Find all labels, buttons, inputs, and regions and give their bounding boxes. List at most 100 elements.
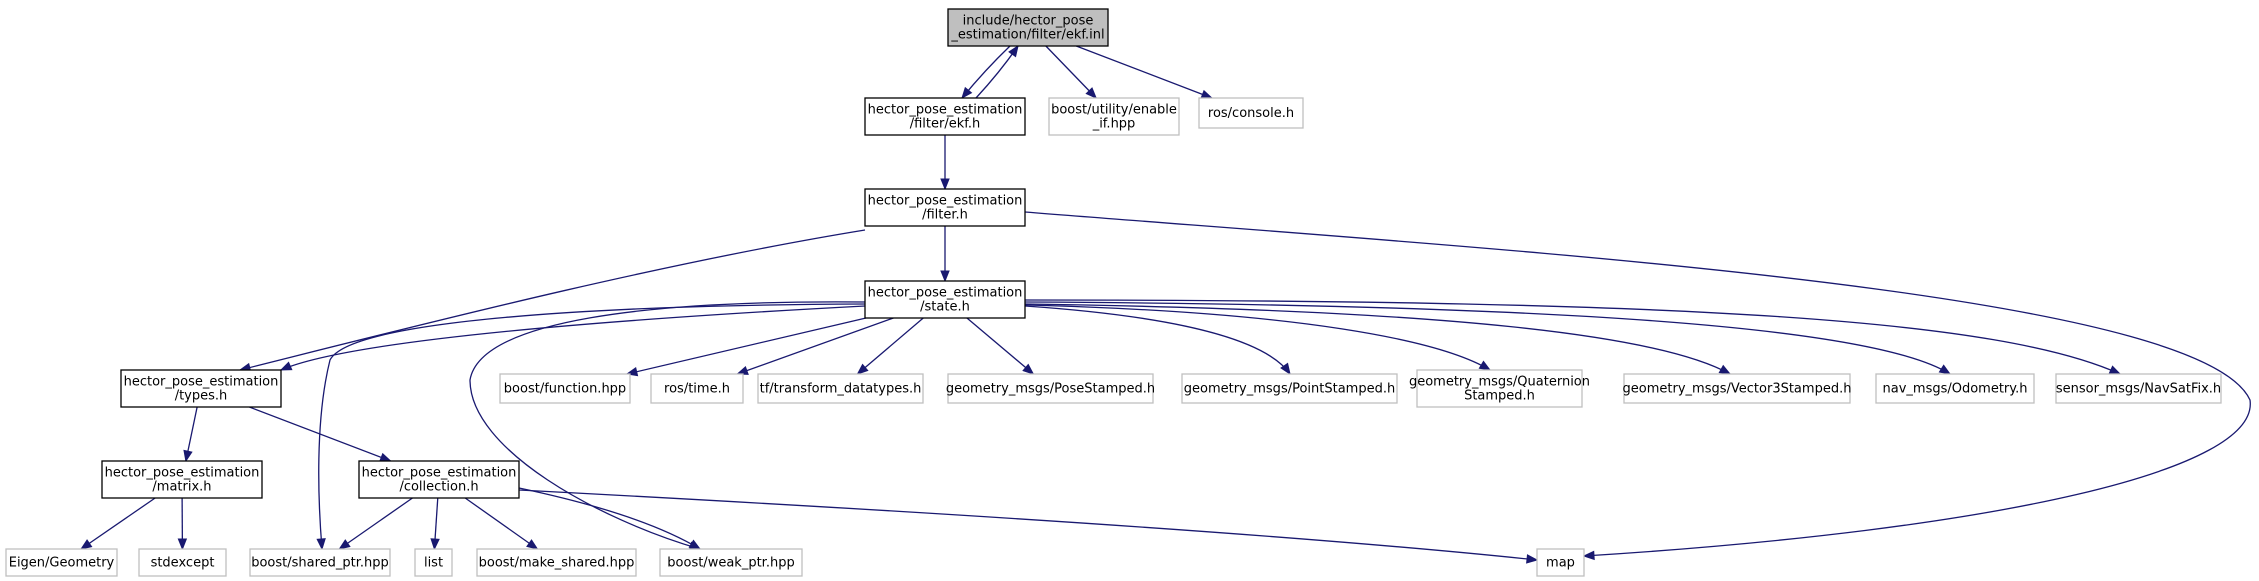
edge-filter_ekf_h-to-ekf_inl	[975, 44, 1019, 99]
edge-line	[966, 317, 1034, 375]
node-box	[650, 373, 744, 404]
arrowhead	[177, 538, 188, 551]
node-label-line: map	[1546, 556, 1575, 571]
arrowhead	[940, 270, 950, 283]
edge-line	[1024, 301, 1951, 375]
edge-collection_h-to-map	[518, 489, 1539, 564]
edge-line	[1024, 211, 2251, 557]
arrowhead	[736, 365, 749, 375]
node-label-line: stdexcept	[151, 556, 215, 571]
node-box	[101, 460, 263, 499]
edge-ekf_inl-to-enable_if	[1045, 45, 1098, 99]
node-box	[864, 280, 1026, 319]
node-label-line: boost/weak_ptr.hpp	[667, 556, 794, 571]
dependency-edges	[79, 44, 2251, 564]
edge-line	[280, 305, 866, 371]
edge-line	[1045, 45, 1097, 99]
node-label-line: ros/console.h	[1208, 106, 1294, 121]
edge-ekf_inl-to-ros_console	[1076, 45, 1214, 99]
node-box	[947, 8, 1109, 47]
edge-state_h-to-shared_ptr	[316, 303, 866, 551]
node-label-line: /state.h	[920, 300, 970, 315]
edge-line	[239, 229, 866, 371]
node-box	[1416, 369, 1583, 408]
node-ros-time: ros/time.h	[650, 373, 744, 404]
edge-line	[1024, 299, 2121, 375]
edge-line	[338, 497, 413, 550]
node-types-h[interactable]: hector_pose_estimation/types.h	[120, 369, 282, 408]
node-collection-h[interactable]: hector_pose_estimation/collection.h	[358, 460, 520, 499]
node-label-line: nav_msgs/Odometry.h	[1883, 382, 2028, 397]
node-box	[1198, 97, 1304, 129]
edge-filter_h-to-map	[1024, 211, 2251, 561]
node-label-line: /filter/ekf.h	[910, 117, 981, 132]
edge-state_h-to-vec3_stamped	[1024, 303, 1732, 375]
arrowhead	[338, 539, 351, 550]
node-filter-ekf-h[interactable]: hector_pose_estimation/filter/ekf.h	[864, 97, 1026, 136]
node-label-line: Stamped.h	[1464, 389, 1535, 404]
node-eigen-geometry: Eigen/Geometry	[5, 548, 118, 577]
node-box	[1536, 548, 1585, 577]
node-box	[1875, 373, 2035, 404]
node-box	[2055, 373, 2222, 404]
edge-state_h-to-quat_stamped	[1024, 304, 1492, 371]
node-matrix-h[interactable]: hector_pose_estimation/matrix.h	[101, 460, 263, 499]
edge-state_h-to-point_stamped	[1024, 305, 1291, 376]
node-label-line: ros/time.h	[664, 382, 730, 397]
node-box	[947, 373, 1154, 404]
node-label-line: geometry_msgs/Quaternion	[1409, 375, 1590, 390]
edge-line	[626, 317, 867, 375]
node-label-line: hector_pose_estimation	[105, 466, 260, 481]
edge-line	[469, 301, 866, 550]
arrowhead	[430, 538, 440, 551]
edge-collection_h-to-list	[430, 497, 440, 551]
edge-types_h-to-collection_h	[249, 406, 392, 462]
node-box	[414, 548, 453, 577]
node-enable-if: boost/utility/enable_if.hpp	[1048, 97, 1180, 136]
node-label-line: hector_pose_estimation	[868, 286, 1023, 301]
node-box	[138, 548, 227, 577]
node-label-line: sensor_msgs/NavSatFix.h	[2056, 382, 2221, 397]
edge-state_h-to-ros_time	[736, 317, 894, 375]
edge-collection_h-to-shared_ptr	[338, 497, 413, 550]
edge-line	[1024, 303, 1731, 375]
node-label-line: geometry_msgs/Vector3Stamped.h	[1623, 382, 1852, 397]
node-label-line: hector_pose_estimation	[362, 466, 517, 481]
node-label-line: boost/shared_ptr.hpp	[251, 556, 389, 571]
edge-state_h-to-odometry	[1024, 301, 1952, 375]
node-label-line: /matrix.h	[152, 480, 211, 495]
arrowhead	[1280, 362, 1291, 376]
node-label-line: hector_pose_estimation	[124, 375, 279, 390]
node-label-line: /collection.h	[399, 480, 478, 495]
node-filter-h[interactable]: hector_pose_estimation/filter.h	[864, 188, 1026, 227]
arrowhead	[1938, 364, 1952, 375]
node-label-line: tf/transform_datatypes.h	[760, 382, 922, 397]
arrowhead	[1085, 87, 1098, 99]
node-label-line: hector_pose_estimation	[868, 103, 1023, 118]
node-state-h[interactable]: hector_pose_estimation/state.h	[864, 280, 1026, 319]
node-label-line: /types.h	[175, 389, 228, 404]
edge-line	[1024, 305, 1291, 375]
node-tf-datatypes: tf/transform_datatypes.h	[757, 373, 924, 404]
node-box	[120, 369, 282, 408]
arrowhead	[379, 452, 392, 462]
node-box	[358, 460, 520, 499]
node-label-line: Eigen/Geometry	[9, 556, 115, 571]
edge-state_h-to-navsatfix	[1024, 299, 2122, 375]
node-list: list	[414, 548, 453, 577]
edge-line	[737, 317, 894, 375]
node-box	[757, 373, 924, 404]
arrowhead	[961, 86, 973, 100]
node-ekf-inl[interactable]: include/hector_pose_estimation/filter/ek…	[947, 8, 1109, 47]
node-label-line: /filter.h	[922, 208, 968, 223]
arrowhead	[940, 178, 950, 191]
arrowhead	[1526, 554, 1539, 564]
node-ros-console: ros/console.h	[1198, 97, 1304, 129]
node-box	[499, 373, 631, 404]
arrowhead	[279, 361, 293, 371]
node-box	[864, 188, 1026, 227]
edge-filter_h-to-state_h	[940, 226, 950, 283]
arrowhead	[1718, 364, 1732, 375]
